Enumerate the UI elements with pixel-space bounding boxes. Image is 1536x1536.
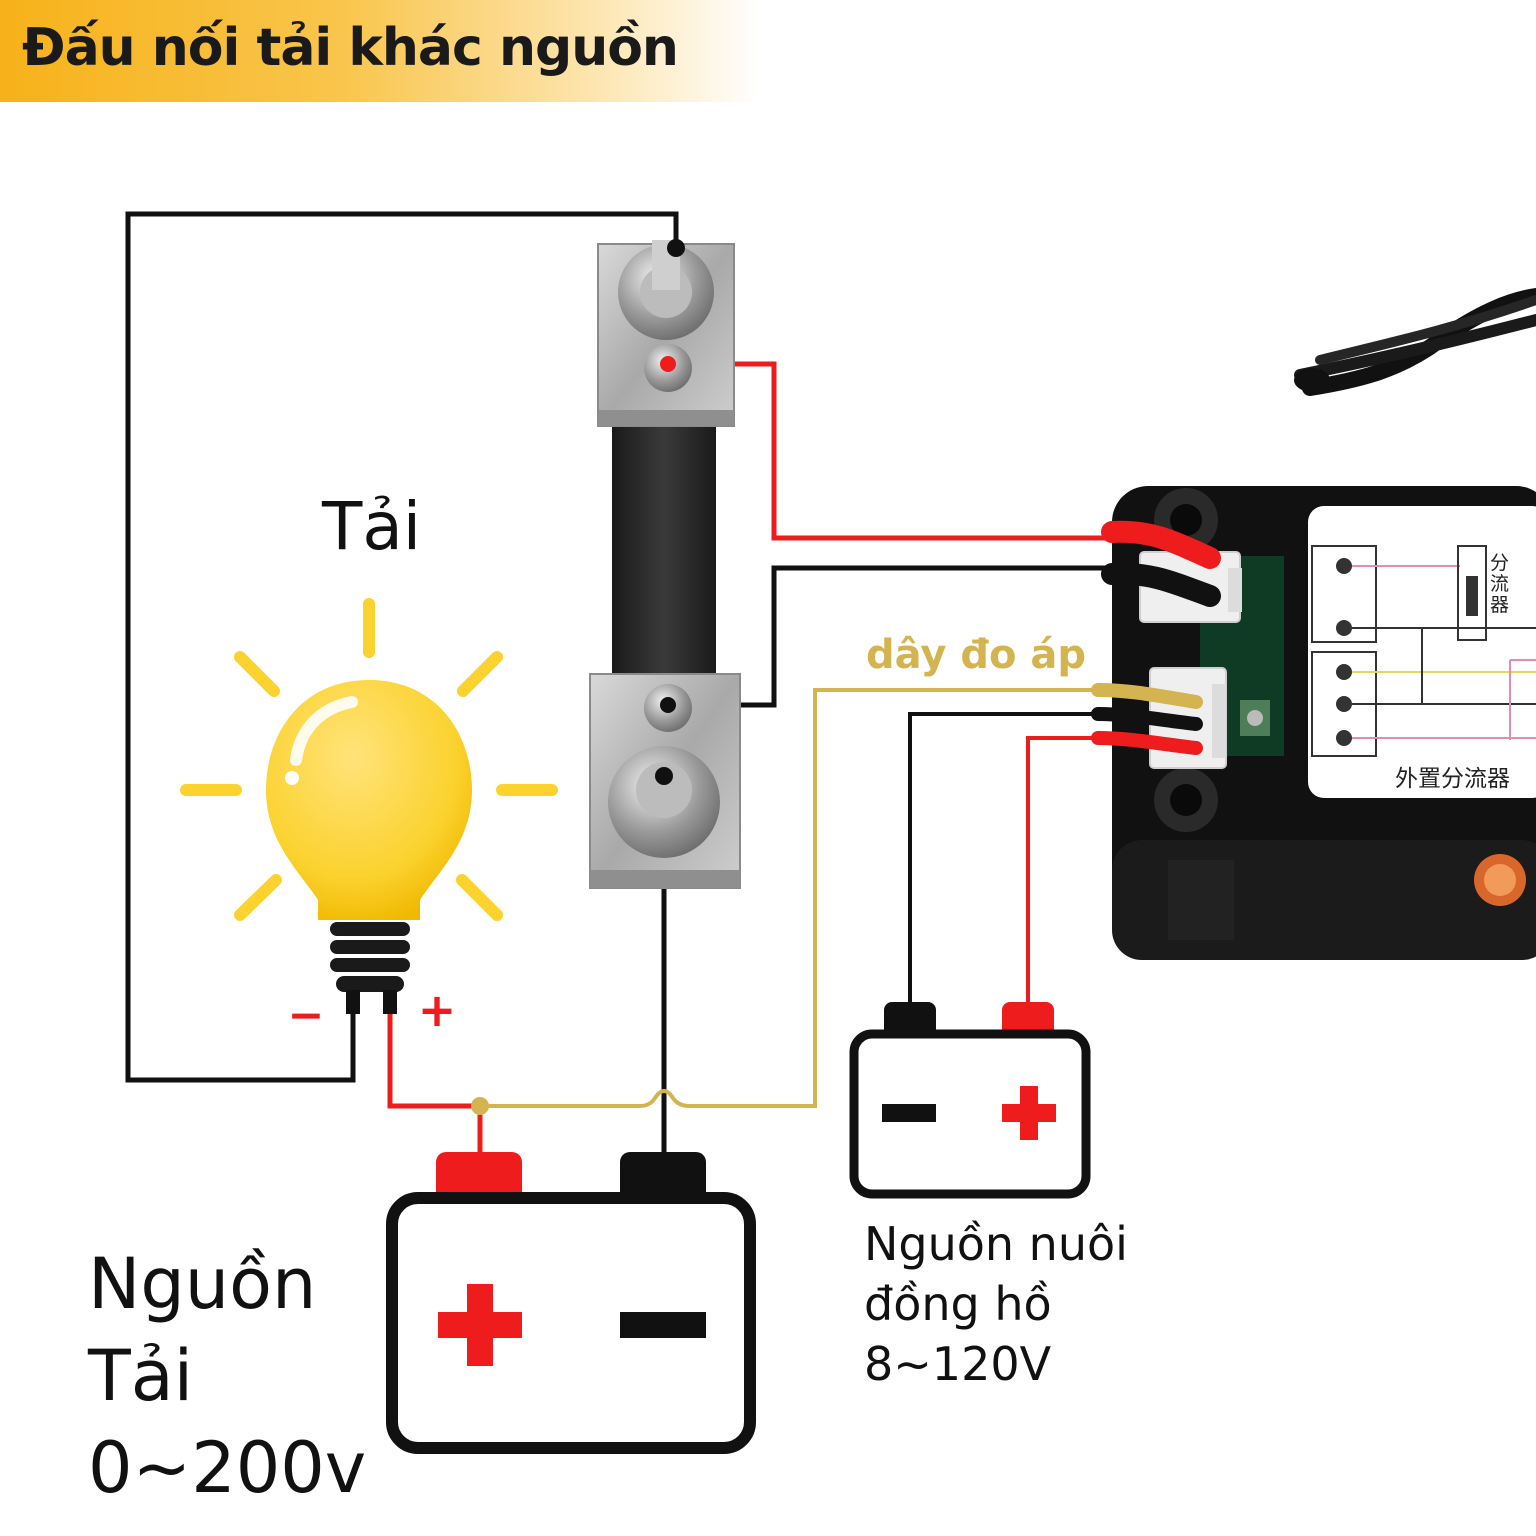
wire-voltage-sense xyxy=(480,688,1100,1108)
load-supply-label: Nguồn Tải 0~200v xyxy=(88,1238,366,1514)
wire-meter-supply-negative xyxy=(908,712,1100,1004)
meter-battery-icon xyxy=(849,1002,1091,1199)
load-supply-line2: Tải xyxy=(88,1335,194,1417)
load-minus-sign: − xyxy=(288,990,325,1041)
load-supply-line1: Nguồn xyxy=(88,1243,317,1325)
shunt-resistor xyxy=(589,239,741,889)
shunt-bar xyxy=(612,418,716,688)
load-battery-icon xyxy=(386,1152,756,1454)
header-banner xyxy=(0,0,760,102)
meter-supply-line2: đồng hồ xyxy=(864,1277,1052,1331)
meter-shunt-label-external: 外置分流器 xyxy=(1395,766,1510,792)
light-bulb-icon xyxy=(180,598,558,1014)
meter-supply-line3: 8~120V xyxy=(864,1337,1052,1391)
meter-supply-line1: Nguồn nuôi xyxy=(864,1217,1128,1271)
load-label: Tải xyxy=(322,488,422,565)
wires xyxy=(125,211,1221,1158)
meter-device xyxy=(1112,288,1536,960)
meter-shunt-label-vertical: 分流器 xyxy=(1490,552,1510,616)
page-title: Đấu nối tải khác nguồn xyxy=(22,18,679,78)
voltage-wire-label: dây đo áp xyxy=(866,632,1087,678)
wire-shunt-sense-red xyxy=(668,361,1132,541)
wire-load-positive xyxy=(387,1010,483,1158)
meter-supply-label: Nguồn nuôi đồng hồ 8~120V xyxy=(864,1214,1128,1394)
wire-meter-supply-positive xyxy=(1026,736,1100,1004)
wire-junction-dot xyxy=(471,1097,489,1115)
load-plus-sign: + xyxy=(418,983,457,1037)
load-supply-line3: 0~200v xyxy=(88,1427,367,1509)
wire-load-negative xyxy=(125,211,679,1083)
